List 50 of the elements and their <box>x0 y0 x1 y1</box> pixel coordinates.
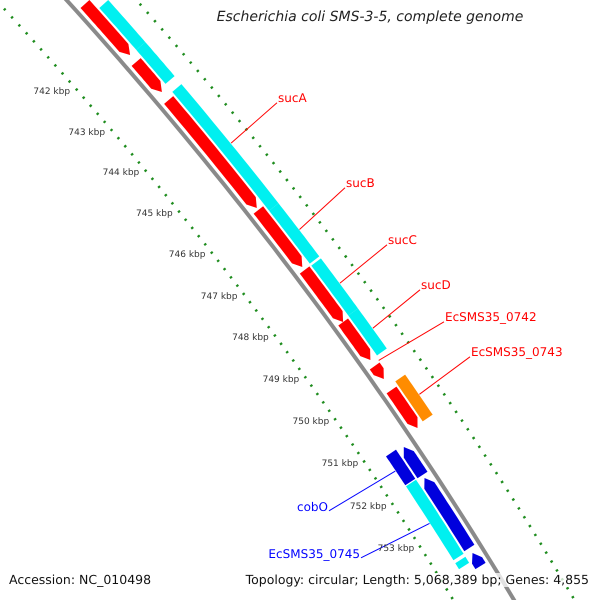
leader-line <box>360 522 430 558</box>
scale-label: 744 kbp <box>102 168 140 179</box>
gene-feature <box>370 362 384 379</box>
gene-feature <box>386 386 418 428</box>
gene-bar <box>455 556 470 570</box>
gene-bar <box>386 450 416 486</box>
gene-feature <box>338 318 370 360</box>
scale-label: 743 kbp <box>68 128 106 138</box>
scale-label: 751 kbp <box>322 459 358 470</box>
leader-line <box>230 102 278 144</box>
gene-bar <box>99 0 146 50</box>
scale-label: 745 kbp <box>136 209 173 220</box>
leader-line <box>328 470 396 512</box>
gene-label: EcSMS35_0743 <box>471 346 563 360</box>
gene-bar <box>172 84 278 211</box>
gene-label: sucA <box>278 92 307 106</box>
gene-bar <box>311 258 358 316</box>
gene-bar <box>395 374 433 422</box>
gene-bar <box>136 42 175 84</box>
gene-feature <box>132 58 162 92</box>
gene-feature <box>80 0 130 55</box>
leader-line <box>378 321 444 361</box>
leader-line <box>418 356 470 395</box>
gene-feature <box>404 447 428 478</box>
scale-label: 748 kbp <box>232 333 269 344</box>
leader-line <box>372 289 420 329</box>
leader-line <box>299 187 346 230</box>
scale-label: 746 kbp <box>168 250 206 261</box>
accession-text: Accession: NC_010498 <box>9 573 152 588</box>
gene-feature <box>424 478 474 552</box>
gene-feature <box>254 206 302 267</box>
gene-label: sucB <box>346 177 375 191</box>
gene-feature <box>164 96 257 208</box>
gene-label: sucD <box>421 279 451 293</box>
scale-label: 742 kbp <box>33 87 70 98</box>
gene-bar <box>348 308 387 356</box>
scale-label: 749 kbp <box>262 374 300 386</box>
gene-label: cobO <box>296 501 328 515</box>
gene-label: sucC <box>388 234 417 248</box>
gene-label: EcSMS35_0745 <box>268 548 360 562</box>
gene-feature <box>472 553 486 570</box>
scale-label: 752 kbp <box>350 502 387 512</box>
leader-line <box>340 244 388 284</box>
gene-label: EcSMS35_0742 <box>445 311 537 325</box>
scale-label: 750 kbp <box>292 416 330 428</box>
gene-feature <box>300 266 344 322</box>
scale-label: 753 kbp <box>378 544 414 554</box>
scale-label: 747 kbp <box>200 292 238 302</box>
map-title: Escherichia coli SMS-3-5, complete genome <box>216 9 524 26</box>
gene-bar <box>269 203 320 264</box>
